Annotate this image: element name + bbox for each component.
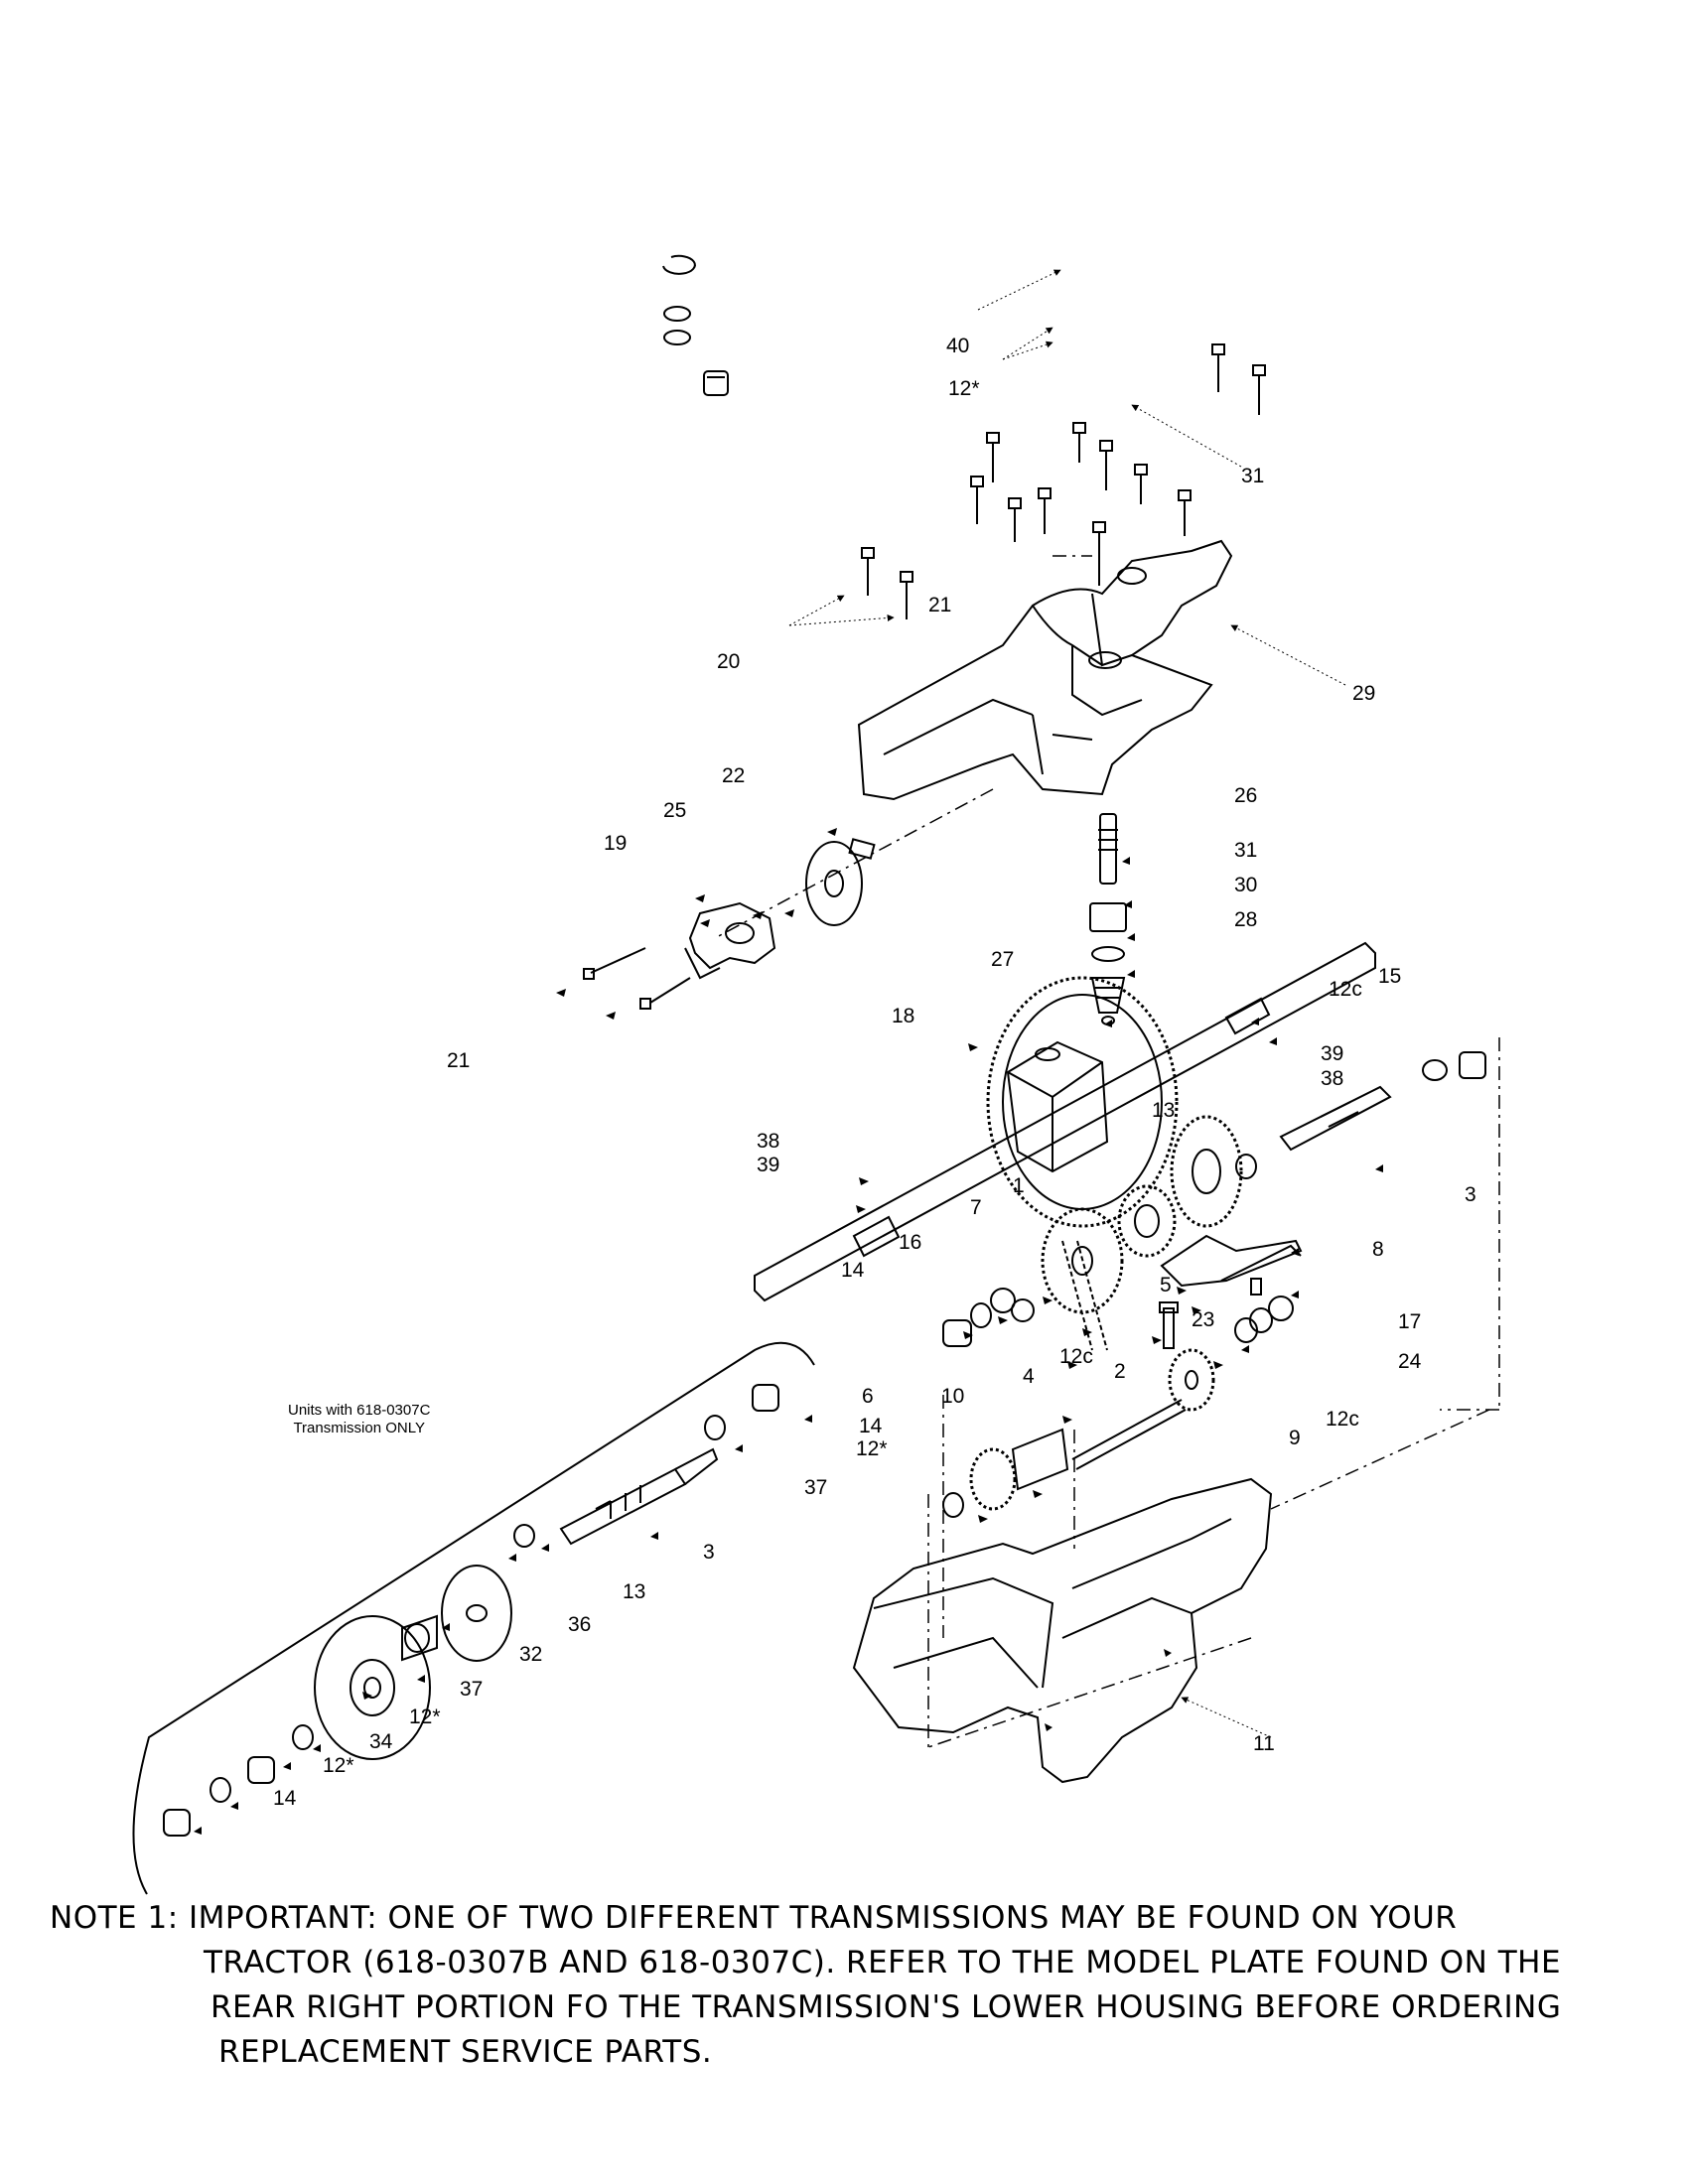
callout-21-b: 21 <box>447 1049 471 1072</box>
leader-lines <box>788 269 1346 1738</box>
callout-38-b: 38 <box>757 1130 780 1153</box>
output-pinion-part <box>942 1399 1187 1518</box>
long-bolts <box>583 947 691 1010</box>
washer-stack-part <box>663 306 691 345</box>
ordering-note: NOTE 1: IMPORTANT: ONE OF TWO DIFFERENT … <box>50 1896 1658 2075</box>
note-line-3: REAR RIGHT PORTION FO THE TRANSMISSION'S… <box>210 1989 1562 2025</box>
note-line-1: NOTE 1: IMPORTANT: ONE OF TWO DIFFERENT … <box>50 1900 1458 1936</box>
callout-28: 28 <box>1234 908 1258 931</box>
callout-36: 36 <box>568 1613 592 1636</box>
variant-units-label: Units with 618-0307C Transmission ONLY <box>288 1402 430 1437</box>
callout-12-star: 12* <box>948 377 980 400</box>
brake-assembly-part <box>684 901 776 980</box>
callout-25: 25 <box>663 799 687 822</box>
housing-bolts <box>861 343 1266 619</box>
callout-15: 15 <box>1378 965 1402 988</box>
variant-units-label-line2: Transmission ONLY <box>293 1420 425 1436</box>
callout-23: 23 <box>1192 1308 1215 1331</box>
callout-16: 16 <box>899 1231 922 1254</box>
callout-7: 7 <box>970 1196 982 1219</box>
upper-housing-part <box>857 539 1233 801</box>
callout-17: 17 <box>1398 1310 1422 1333</box>
lower-housing-part <box>852 1477 1273 1784</box>
callout-40: 40 <box>946 335 970 357</box>
callout-39: 39 <box>1321 1042 1344 1065</box>
shift-fork-part <box>1160 1234 1303 1288</box>
callout-32: 32 <box>519 1643 543 1666</box>
callout-5: 5 <box>1160 1274 1172 1297</box>
callout-24: 24 <box>1398 1350 1422 1373</box>
callout-30: 30 <box>1234 874 1258 896</box>
differential-part <box>1006 1040 1109 1173</box>
callout-14-c: 14 <box>273 1787 297 1810</box>
key-part <box>848 838 876 860</box>
callout-10: 10 <box>941 1385 965 1408</box>
callout-9: 9 <box>1289 1427 1301 1449</box>
callout-12c-b: 12c <box>1059 1345 1093 1368</box>
callout-37: 37 <box>804 1476 828 1499</box>
callout-2: 2 <box>1114 1360 1126 1383</box>
variant-bracket <box>132 1341 815 1895</box>
callout-3: 3 <box>1465 1183 1476 1206</box>
input-shaft-part <box>1089 813 1127 1025</box>
callout-3-b: 3 <box>703 1541 715 1564</box>
callout-11: 11 <box>1253 1732 1275 1755</box>
callout-1: 1 <box>1013 1174 1025 1197</box>
retaining-ring-part <box>662 254 696 275</box>
chain-sprocket-part <box>1041 1207 1124 1351</box>
callout-20: 20 <box>717 650 741 673</box>
spacers-washers <box>942 1278 1294 1349</box>
callout-29: 29 <box>1352 682 1376 705</box>
callout-6: 6 <box>862 1385 874 1408</box>
callout-12-star-c: 12* <box>409 1706 441 1728</box>
callout-31-b: 31 <box>1234 839 1258 862</box>
variant-units-label-line1: Units with 618-0307C <box>288 1402 431 1419</box>
axle-shaft-part <box>754 941 1376 1302</box>
callout-14-b: 14 <box>859 1415 883 1437</box>
variant-shaft-part <box>559 1447 719 1546</box>
callout-12c-c: 12c <box>1326 1408 1359 1431</box>
callout-31: 31 <box>1241 465 1265 487</box>
alignment-lines <box>714 555 1500 1748</box>
callout-38: 38 <box>1321 1067 1344 1090</box>
arrow-tags <box>194 828 1383 1835</box>
small-gear-part <box>1168 1348 1215 1412</box>
callout-18: 18 <box>892 1005 915 1027</box>
shift-collar-part <box>1117 1184 1177 1258</box>
callout-19: 19 <box>604 832 628 855</box>
callout-26: 26 <box>1234 784 1258 807</box>
needle-bearing-part <box>703 370 729 396</box>
callout-13-b: 13 <box>623 1580 646 1603</box>
callout-13: 13 <box>1152 1099 1176 1122</box>
callout-8: 8 <box>1372 1238 1384 1261</box>
callout-27: 27 <box>991 948 1015 971</box>
brake-disc-part <box>805 841 863 926</box>
callout-34: 34 <box>369 1730 393 1753</box>
callout-22: 22 <box>722 764 746 787</box>
callout-12c: 12c <box>1329 978 1362 1001</box>
spur-gear-part <box>1170 1115 1257 1228</box>
note-line-4: REPLACEMENT SERVICE PARTS. <box>218 2034 713 2070</box>
variant-spacers <box>163 1384 779 1837</box>
callout-21: 21 <box>928 594 952 616</box>
note-line-2: TRACTOR (618-0307B AND 618-0307C). REFER… <box>204 1945 1562 1980</box>
callout-12-star-d: 12* <box>323 1754 354 1777</box>
callout-4: 4 <box>1023 1365 1035 1388</box>
callout-14: 14 <box>841 1259 865 1282</box>
intermediate-shaft-part <box>1279 1051 1486 1152</box>
callout-12-star-b: 12* <box>856 1437 888 1460</box>
callout-37-b: 37 <box>460 1678 484 1701</box>
callout-39-b: 39 <box>757 1154 780 1176</box>
